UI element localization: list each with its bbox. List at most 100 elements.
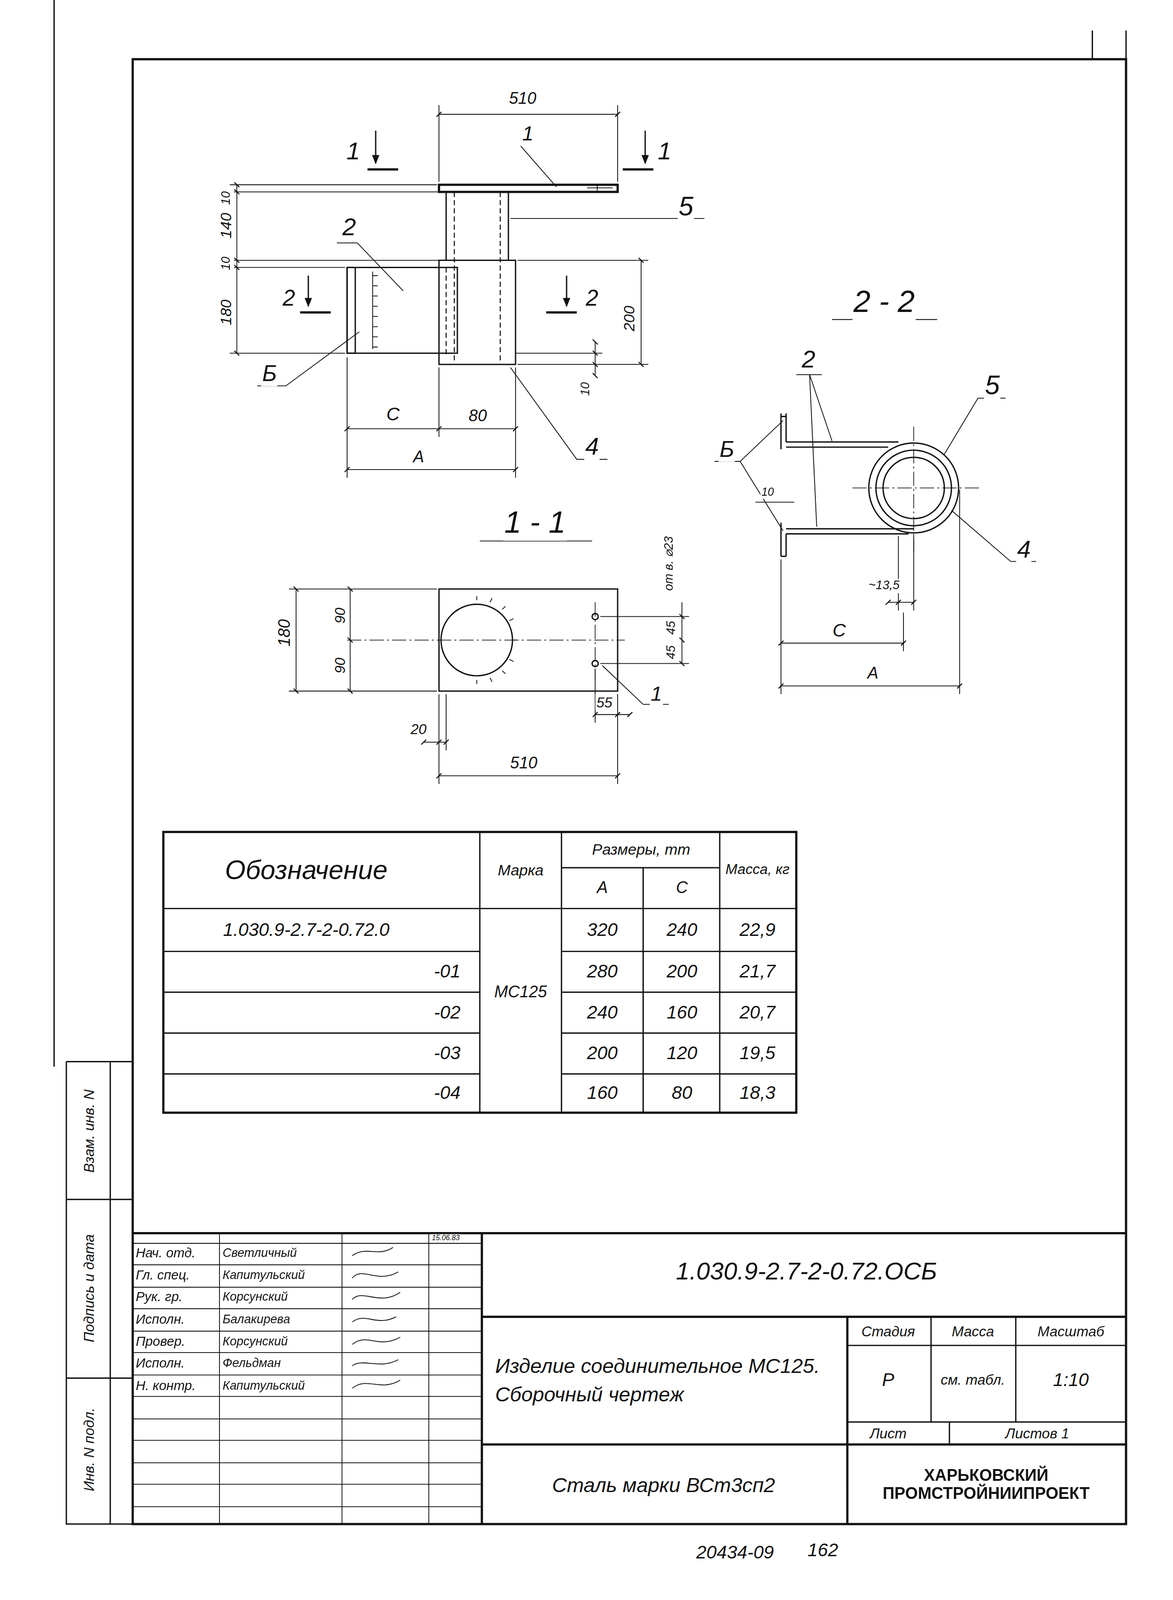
callout-number: 2 [341,212,358,241]
dimension-text: 180 [275,618,295,648]
title-block-text: Изделие соединительное МС125. Сборочный … [493,1351,834,1410]
table-cell: 22,9 [738,919,777,941]
dimension-text: ~13,5 [867,578,901,593]
dimension-text: 10 [219,255,234,272]
section-mark: 2 [281,285,297,312]
table-cell: 160 [586,1082,619,1104]
section-mark: 2 [584,285,600,312]
section-1-1 [288,540,689,784]
table-cell: 20,7 [738,1002,777,1024]
dimension-text: 90 [331,606,349,625]
table-cell: -01 [432,961,462,983]
callout-number: 5 [983,370,1001,402]
table-cell: 240 [665,919,699,941]
title-block-text: Масштаб [1036,1322,1106,1340]
table-cell: МС125 [493,982,549,1002]
dimension-text: С [831,620,848,642]
table-cell: 200 [586,1042,619,1065]
dimension-text: 10 [760,485,775,499]
dimension-text: 510 [508,754,539,774]
dimension-text: 55 [595,693,614,711]
section-mark: 1 [345,136,362,165]
stamp-text: Взам. инв. N [80,1088,98,1174]
title-block-text: Светличный [221,1246,298,1261]
main-view [229,105,705,478]
title-block [132,1233,1127,1524]
document-number: 1.030.9-2.7-2-0.72.ОСБ [674,1256,939,1285]
table-cell: 160 [665,1002,699,1024]
table-cell: Марка [496,861,545,879]
callout-number: 5 [677,191,695,223]
callout-number: 4 [1016,535,1033,564]
title-block-text: Капитульский [221,1269,307,1284]
dimension-text: А [412,447,426,467]
section-2-2 [714,319,1037,695]
dimension-text: от в. ⌀23 [662,535,677,592]
title-block-text: Листов 1 [1004,1424,1071,1442]
title-block-text: Нач. отд. [134,1246,197,1262]
table-cell: 19,5 [738,1042,777,1065]
table-cell: -04 [432,1082,462,1104]
title-block-text: Капитульский [221,1379,307,1394]
dimension-text: 510 [507,89,538,109]
callout-number: 2 [800,345,817,374]
callout-number: Б [718,436,736,462]
section-title: 1 - 1 [503,505,567,541]
document-number: 20434-09 [695,1542,776,1564]
table-cell: Масса, кг [723,859,792,880]
table-cell: Размеры, mm [591,840,692,859]
dimension-text: 80 [467,407,489,427]
title-block-text: Фельдман [221,1356,282,1371]
table-cell: 240 [586,1002,619,1024]
callout-number: Б [260,360,278,387]
title-block-text: Корсунский [221,1290,289,1305]
section-mark: 1 [656,136,673,165]
title-block-text: Лист [868,1424,908,1442]
stamp-text: Инв. N подл. [80,1406,98,1493]
dimension-text: 45 [664,644,679,661]
table-cell: 21,7 [738,961,777,983]
title-block-text: Р [880,1369,896,1392]
title-block-text: Рук. гр. [134,1289,184,1306]
table-cell: -02 [432,1002,462,1024]
title-block-text: Н. контр. [134,1378,197,1395]
callout-number: 1 [649,682,664,707]
table-cell: 200 [665,961,699,983]
table-cell: 18,3 [738,1082,777,1104]
table-cell: 120 [665,1042,699,1065]
title-block-text: 15.06.83 [430,1234,461,1243]
stamp-text: Подпись и дата [80,1233,98,1344]
title-block-text: ХАРЬКОВСКИЙ ПРОМСТРОЙНИИПРОЕКТ [850,1466,1122,1503]
table-cell: -03 [432,1042,462,1065]
dimension-text: 10 [578,381,593,397]
title-block-text: Балакирева [221,1312,292,1327]
table-cell: 80 [670,1082,694,1104]
callout-number: 4 [584,432,601,461]
table-cell: С [674,878,689,898]
dimension-text: 200 [619,304,638,333]
title-block-text: Провер. [134,1334,187,1350]
dimension-text: 140 [216,211,235,240]
dimension-text: 10 [219,190,234,206]
title-block-text: Корсунский [221,1335,289,1350]
table-cell: Обозначение [223,855,389,887]
table-cell: 320 [586,919,619,941]
dimension-text: 45 [664,619,679,636]
callout-number: 1 [521,121,535,146]
dimension-text: А [866,664,880,684]
title-block-text: Исполн. [134,1312,186,1328]
title-block-text: Исполн. [134,1356,186,1372]
title-block-text: Гл. спец. [134,1268,191,1284]
title-block-text: см. табл. [939,1370,1007,1391]
table-cell: 1.030.9-2.7-2-0.72.0 [222,919,391,941]
dimension-text: С [385,404,401,426]
sheet-frame [54,0,1127,1525]
dimension-text: 90 [331,656,349,675]
table-cell: А [595,878,610,898]
title-block-text: Стадия [860,1322,917,1340]
document-number: 162 [806,1540,839,1562]
title-block-text: Масса [950,1322,996,1340]
table-cell: 280 [586,961,619,983]
parts-table [163,832,797,1113]
dimension-text: 20 [409,720,428,737]
